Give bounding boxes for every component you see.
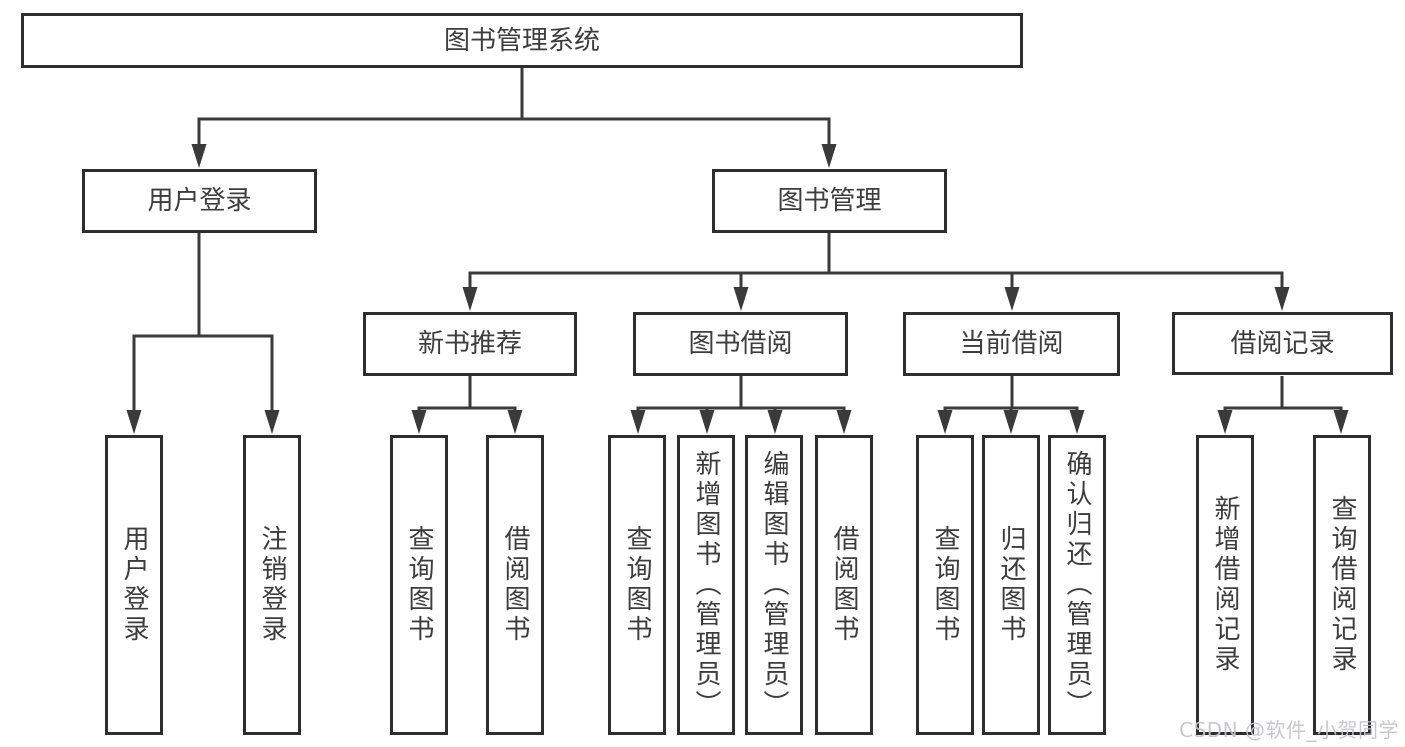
leaf-logout: 注销登录 [243, 435, 301, 735]
leaf-cb-query-book: 查询图书 [916, 435, 974, 735]
node-root: 图书管理系统 [21, 13, 1023, 68]
node-book-borrow: 图书借阅 [633, 312, 848, 376]
leaf-br-add-record: 新增借阅记录 [1196, 435, 1254, 735]
node-user-login: 用户登录 [82, 169, 317, 233]
leaf-rec-borrow-book: 借阅图书 [486, 435, 544, 735]
node-book-management: 图书管理 [712, 169, 947, 233]
node-current-borrow: 当前借阅 [903, 312, 1120, 376]
node-new-book-recommend: 新书推荐 [363, 312, 577, 376]
leaf-rec-query-book: 查询图书 [390, 435, 448, 735]
leaf-cb-return-book: 归还图书 [982, 435, 1040, 735]
leaf-bb-add-book-admin: 新增图书（管理员） [677, 435, 735, 735]
csdn-watermark: CSDN @软件_小贺同学 [1179, 718, 1399, 742]
leaf-user-login: 用户登录 [105, 435, 163, 735]
arrowheads [126, 144, 1349, 434]
leaf-bb-edit-book-admin: 编辑图书（管理员） [745, 435, 803, 735]
leaf-bb-query-book: 查询图书 [608, 435, 666, 735]
node-borrow-records: 借阅记录 [1172, 312, 1393, 375]
leaf-br-query-record: 查询借阅记录 [1313, 435, 1371, 735]
leaf-cb-confirm-return-admin: 确认归还（管理员） [1048, 435, 1106, 735]
leaf-bb-borrow-book: 借阅图书 [815, 435, 873, 735]
